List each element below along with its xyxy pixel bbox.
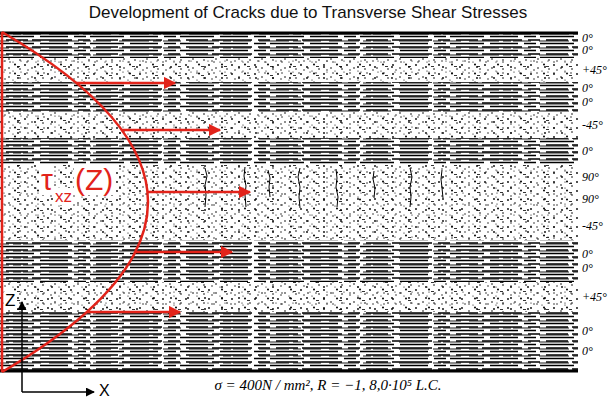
shear-symbol: τ	[40, 165, 54, 195]
transverse-cracks	[205, 167, 443, 208]
ply-angle: 0°	[582, 262, 593, 274]
ply-45	[0, 112, 578, 138]
figure-title: Development of Cracks due to Transverse …	[0, 4, 616, 21]
ply-0	[0, 312, 578, 372]
axis-label: Z	[4, 292, 16, 309]
ply-stack	[0, 32, 578, 372]
ply-0	[0, 32, 578, 58]
crack	[298, 168, 300, 208]
ply-0	[0, 312, 578, 372]
z-baseline	[1, 32, 4, 372]
ply-0	[0, 82, 578, 112]
ply-angle: 0°	[582, 145, 593, 157]
ply-0	[0, 138, 578, 165]
ply-45	[0, 282, 578, 312]
ply-0	[0, 240, 578, 282]
crack	[441, 170, 443, 198]
ply-angle: 0°	[582, 345, 593, 357]
crack	[205, 168, 207, 207]
shear-subscript: xz	[54, 188, 73, 205]
ply-45	[0, 282, 578, 312]
x-axis	[22, 391, 94, 393]
axis-label: X	[99, 383, 110, 399]
crack	[373, 171, 375, 198]
ply-angle: +45°	[582, 64, 607, 76]
ply-90	[0, 165, 578, 212]
ply-angle: 0°	[582, 82, 593, 94]
ply-angle: 90°	[582, 171, 599, 183]
crack	[244, 167, 246, 207]
shear-distribution	[2, 32, 250, 372]
shear-arrow	[87, 311, 180, 314]
axes	[22, 302, 94, 392]
ply-45	[0, 112, 578, 138]
shear-arrow	[76, 82, 175, 85]
ply-45	[0, 58, 578, 82]
ply-angle: 90°	[582, 193, 599, 205]
shear-arrow	[147, 191, 250, 194]
ply-angle: +45°	[582, 291, 607, 303]
laminate-edge	[0, 33, 578, 371]
ply-angle: -45°	[582, 119, 603, 131]
shear-arrow	[135, 251, 232, 254]
ply-0	[0, 240, 578, 282]
ply-45	[0, 58, 578, 82]
ply-0	[0, 32, 578, 58]
ply-angle: 0°	[582, 32, 593, 44]
crack	[336, 169, 338, 207]
ply-angle: 0°	[582, 248, 593, 260]
crack	[268, 170, 270, 197]
z-axis	[21, 302, 23, 392]
ply-0	[0, 82, 578, 112]
crack	[410, 168, 412, 207]
ply-angle: 0°	[582, 44, 593, 56]
ply-45	[0, 212, 578, 240]
ply-90	[0, 165, 578, 212]
shear-arrow	[122, 129, 220, 132]
ply-angle: 0°	[582, 96, 593, 108]
ply-45	[0, 212, 578, 240]
shear-argument: (Z)	[74, 165, 114, 195]
ply-0	[0, 138, 578, 165]
ply-angle: 0°	[582, 325, 593, 337]
ply-angle: -45°	[582, 220, 603, 232]
